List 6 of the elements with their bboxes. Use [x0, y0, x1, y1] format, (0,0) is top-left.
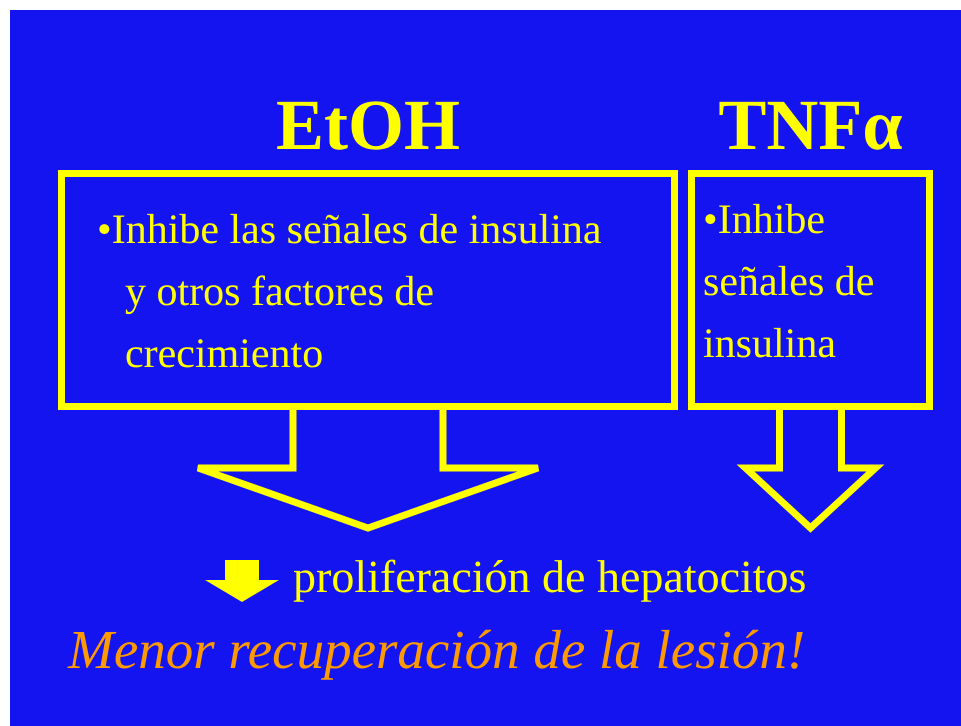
heading: TNFα — [717, 85, 904, 165]
heading: EtOH — [274, 85, 461, 165]
conclusion-text: Menor recuperación de la lesión! — [68, 618, 806, 682]
bullet-text: •Inhibe las señales de insulina y otros factores de crecimiento — [58, 170, 678, 410]
text: proliferación de hepatocitos — [293, 550, 806, 604]
bullet-text: •Inhibe señales de insulina — [688, 170, 933, 410]
